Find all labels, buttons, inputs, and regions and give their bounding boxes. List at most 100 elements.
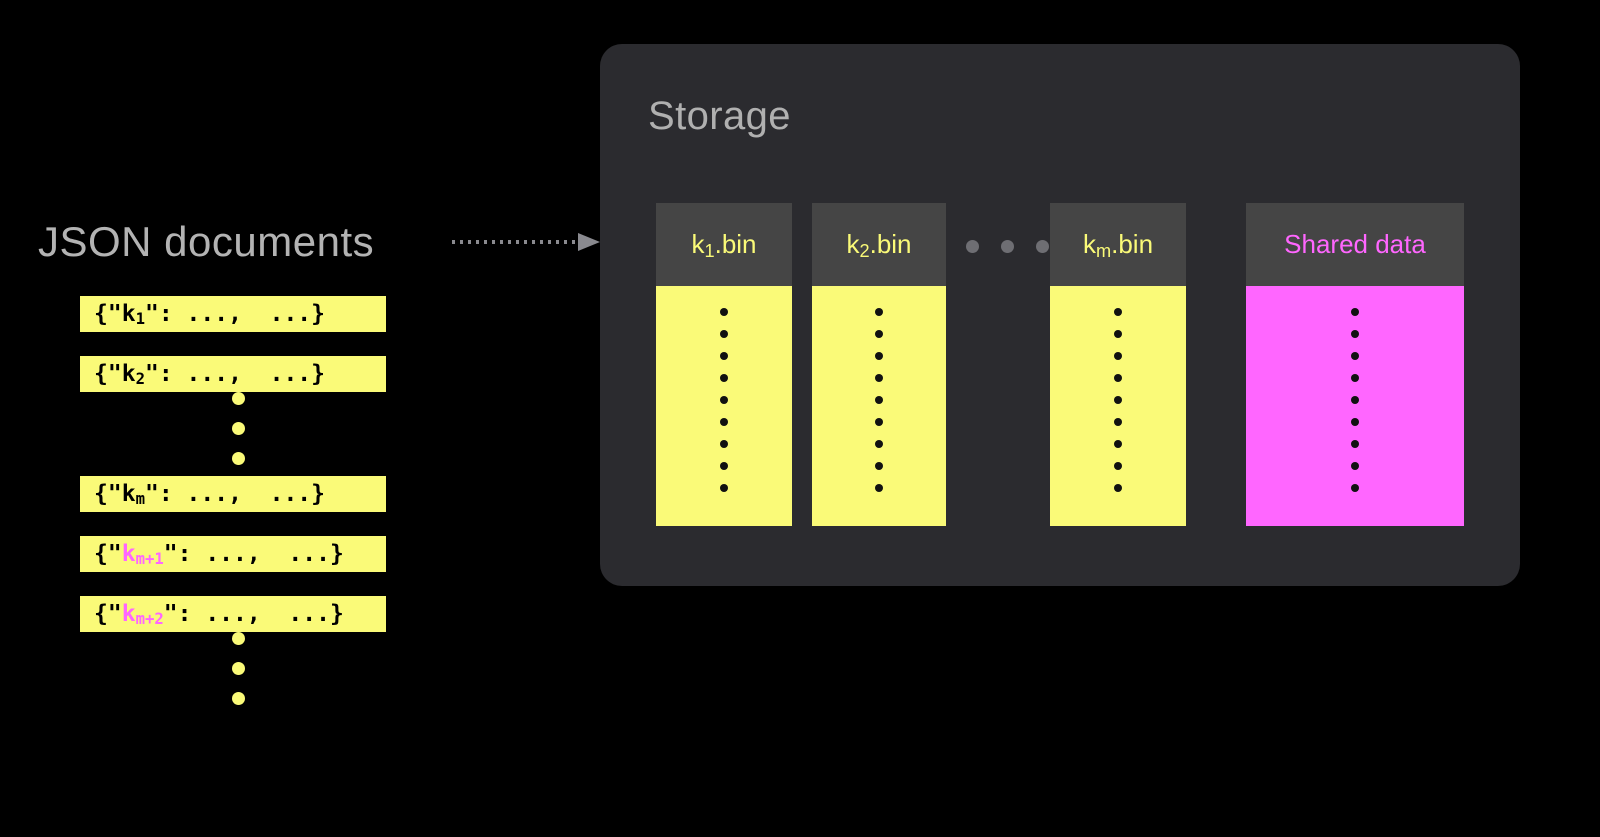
storage-column-subscript: m — [1095, 240, 1112, 261]
record-dot — [875, 440, 883, 448]
record-dot — [1114, 308, 1122, 316]
record-dot — [1351, 330, 1359, 338]
storage-column-body — [1246, 286, 1464, 526]
record-dot — [720, 418, 728, 426]
record-dot — [1351, 440, 1359, 448]
record-dot — [875, 374, 883, 382]
storage-column[interactable]: Shared data — [1246, 203, 1464, 526]
doc-suffix: ": ..., ...} — [144, 481, 325, 507]
record-dot — [720, 440, 728, 448]
document-row-gap — [80, 572, 410, 596]
storage-column-name: Shared data — [1284, 229, 1426, 259]
ellipsis-dot — [1001, 240, 1014, 253]
storage-column[interactable]: km.bin — [1050, 203, 1186, 526]
record-dot — [1114, 352, 1122, 360]
storage-column-header: Shared data — [1246, 203, 1464, 286]
record-dot — [875, 308, 883, 316]
storage-column-subscript: 2 — [859, 240, 870, 261]
record-dot — [875, 462, 883, 470]
storage-column-body — [656, 286, 792, 526]
doc-key: km+2 — [121, 601, 164, 629]
flow-arrow-icon — [452, 231, 602, 253]
page-title: JSON documents — [38, 218, 375, 265]
ellipsis-dot — [966, 240, 979, 253]
record-dots — [1050, 308, 1186, 506]
doc-key-subscript: m — [135, 489, 145, 509]
record-dot — [875, 484, 883, 492]
storage-column-header: k1.bin — [656, 203, 792, 286]
ellipsis-dot — [232, 662, 245, 675]
record-dot — [720, 462, 728, 470]
record-dot — [875, 352, 883, 360]
storage-column-subscript: 1 — [704, 240, 715, 261]
record-dot — [720, 374, 728, 382]
record-dot — [1351, 396, 1359, 404]
record-dot — [1351, 418, 1359, 426]
record-dot — [1351, 352, 1359, 360]
record-dot — [720, 396, 728, 404]
record-dot — [720, 484, 728, 492]
storage-title: Storage — [648, 94, 791, 138]
storage-column-name: k — [1082, 229, 1096, 259]
document-row: {"km+2": ..., ...} — [80, 596, 386, 632]
record-dot — [1114, 484, 1122, 492]
ellipsis-dot — [1036, 240, 1049, 253]
storage-column-body — [1050, 286, 1186, 526]
record-dot — [720, 352, 728, 360]
doc-key: k2 — [121, 361, 145, 389]
doc-key: km — [121, 481, 145, 509]
doc-key: k1 — [121, 301, 145, 329]
storage-column[interactable]: k2.bin — [812, 203, 946, 526]
doc-suffix: ": ..., ...} — [144, 301, 325, 327]
ellipsis-dot — [232, 422, 245, 435]
doc-prefix: {" — [94, 601, 122, 627]
doc-prefix: {" — [94, 301, 122, 327]
documents-vertical-ellipsis — [80, 632, 410, 716]
document-row-gap — [80, 512, 410, 536]
record-dot — [1351, 462, 1359, 470]
storage-column-extension: .bin — [1111, 229, 1154, 259]
record-dot — [875, 418, 883, 426]
record-dot — [875, 330, 883, 338]
storage-column-extension: .bin — [714, 229, 757, 259]
doc-suffix: ": ..., ...} — [163, 601, 344, 627]
storage-column-name: k — [691, 229, 705, 259]
doc-key-subscript: m+1 — [135, 549, 164, 569]
record-dot — [1114, 462, 1122, 470]
doc-key-subscript: 1 — [135, 309, 145, 329]
record-dot — [1114, 396, 1122, 404]
record-dot — [875, 396, 883, 404]
document-row-gap — [80, 332, 410, 356]
doc-suffix: ": ..., ...} — [163, 541, 344, 567]
storage-column-header: km.bin — [1050, 203, 1186, 286]
doc-key: km+1 — [121, 541, 164, 569]
document-row: {"km+1": ..., ...} — [80, 536, 386, 572]
doc-suffix: ": ..., ...} — [144, 361, 325, 387]
doc-prefix: {" — [94, 541, 122, 567]
record-dot — [1351, 484, 1359, 492]
record-dot — [720, 330, 728, 338]
storage-column[interactable]: k1.bin — [656, 203, 792, 526]
document-row: {"km": ..., ...} — [80, 476, 386, 512]
record-dots — [656, 308, 792, 506]
record-dot — [1114, 440, 1122, 448]
record-dot — [1351, 308, 1359, 316]
record-dots — [812, 308, 946, 506]
columns-horizontal-ellipsis — [966, 240, 1049, 253]
record-dot — [1351, 374, 1359, 382]
record-dots — [1246, 308, 1464, 506]
record-dot — [1114, 374, 1122, 382]
storage-column-header: k2.bin — [812, 203, 946, 286]
record-dot — [1114, 330, 1122, 338]
storage-column-name: k — [846, 229, 860, 259]
doc-prefix: {" — [94, 481, 122, 507]
record-dot — [720, 308, 728, 316]
doc-prefix: {" — [94, 361, 122, 387]
doc-key-subscript: 2 — [135, 369, 145, 389]
json-documents-section: JSON documents {"k1": ..., ...}{"k2": ..… — [0, 0, 600, 837]
storage-column-extension: .bin — [869, 229, 912, 259]
document-list: {"k1": ..., ...}{"k2": ..., ...}{"km": .… — [80, 296, 410, 716]
document-row: {"k2": ..., ...} — [80, 356, 386, 392]
